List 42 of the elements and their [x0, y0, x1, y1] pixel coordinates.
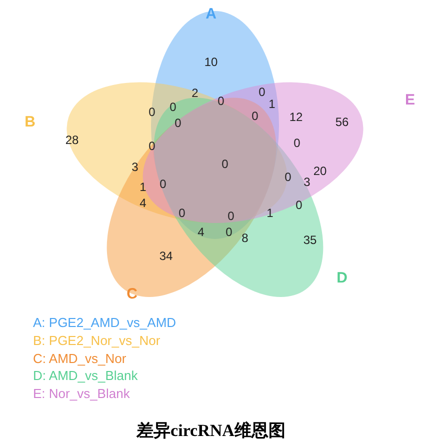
region-count: 0 — [226, 225, 232, 239]
region-count: 0 — [178, 206, 186, 220]
region-count: 1 — [268, 97, 276, 111]
legend-entry: B: PGE2_Nor_vs_Nor — [33, 332, 160, 348]
legend-entry: E: Nor_vs_Blank — [33, 386, 130, 402]
region-count: 1 — [266, 206, 274, 220]
set-label: C — [126, 286, 138, 302]
legend-entry: A: PGE2_AMD_vs_AMD — [33, 315, 176, 330]
region-count: 3 — [132, 160, 138, 174]
region-count: 4 — [140, 196, 146, 210]
region-count: 2 — [192, 86, 198, 100]
region-count: 35 — [303, 233, 317, 247]
region-count: 0 — [294, 136, 300, 150]
region-count: 1 — [140, 180, 146, 194]
region-count: 0 — [174, 116, 182, 130]
region-count: 34 — [159, 249, 173, 263]
set-label: E — [405, 92, 415, 108]
region-count: 0 — [148, 105, 156, 119]
region-count: 8 — [242, 231, 248, 245]
legend-entry: C: AMD_vs_Nor — [33, 350, 126, 366]
set-label: D — [336, 270, 348, 286]
region-count: 0 — [228, 209, 234, 223]
region-count: 0 — [218, 94, 224, 108]
region-count: 28 — [65, 133, 79, 147]
region-count: 0 — [222, 157, 228, 171]
region-count: 12 — [289, 110, 303, 124]
region-count: 56 — [335, 115, 349, 129]
region-count: 20 — [313, 164, 327, 178]
set-label: B — [24, 114, 36, 130]
region-count: 0 — [160, 177, 166, 191]
region-count: 0 — [284, 170, 292, 184]
region-count: 4 — [198, 225, 204, 239]
region-count: 0 — [296, 198, 302, 212]
region-count: 0 — [252, 109, 258, 123]
region-count: 0 — [258, 85, 266, 99]
region-count: 10 — [204, 55, 218, 69]
region-count: 0 — [170, 100, 176, 114]
legend-entry: D: AMD_vs_Blank — [33, 368, 138, 384]
caption: 差异circRNA维恩图 — [135, 420, 286, 442]
region-count: 0 — [148, 139, 156, 153]
region-count: 3 — [304, 175, 310, 189]
set-label: A — [206, 6, 216, 22]
